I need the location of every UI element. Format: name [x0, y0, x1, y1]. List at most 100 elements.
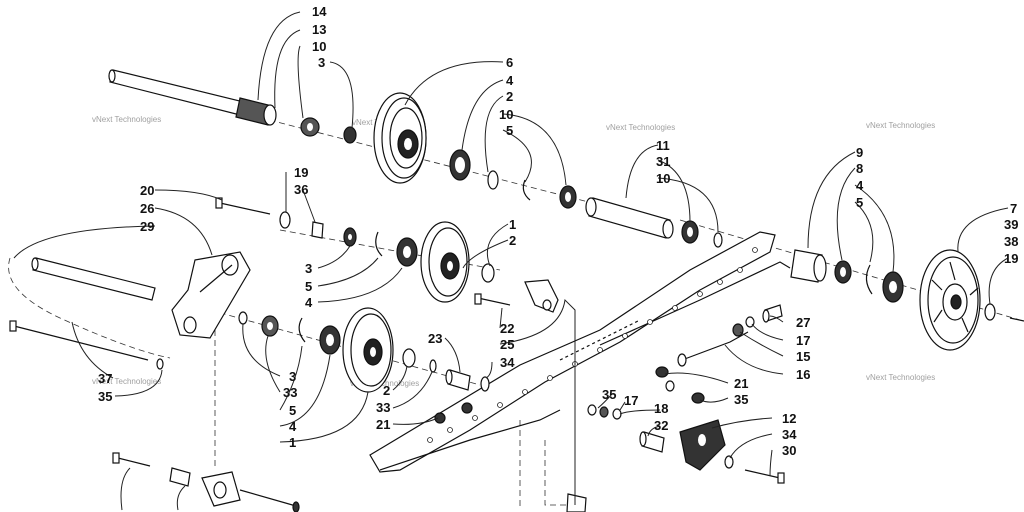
callout-21: 21: [734, 376, 748, 391]
callout-5: 5: [289, 403, 296, 418]
long-bolt-37: [9, 320, 164, 370]
bracket-25: [524, 279, 559, 313]
idler-wheel-lower: [342, 307, 394, 393]
callout-21: 21: [376, 417, 390, 432]
callout-14: 14: [312, 4, 327, 19]
callout-2: 2: [509, 233, 516, 248]
callout-26: 26: [140, 201, 154, 216]
callout-37: 37: [98, 371, 112, 386]
washer-lower-right: [429, 359, 437, 373]
pivot-arm: [171, 251, 251, 339]
bolt-16: [677, 331, 749, 367]
watermark-text: vNext Technologies: [606, 123, 675, 132]
callout-5: 5: [305, 279, 312, 294]
callout-7: 7: [1010, 201, 1017, 216]
callout-12: 12: [782, 411, 796, 426]
callout-18: 18: [654, 401, 668, 416]
spacer-19-36: [279, 211, 324, 239]
snap-ring-upper: [522, 179, 531, 201]
watermark-text: vNext Technologies: [866, 373, 935, 382]
bearing-middle: [396, 237, 418, 267]
callout-17: 17: [796, 333, 810, 348]
callout-35: 35: [734, 392, 748, 407]
callout-5: 5: [506, 123, 513, 138]
washer-34: [480, 376, 490, 392]
idler-wheel-middle: [420, 221, 470, 303]
callout-5: 5: [856, 195, 863, 210]
callout-15: 15: [796, 349, 810, 364]
callout-23: 23: [428, 331, 442, 346]
slider-block-12: [679, 419, 726, 471]
callout-19: 19: [1004, 251, 1018, 266]
callout-13: 13: [312, 22, 326, 37]
spacer-upper: [559, 185, 577, 209]
callout-22: 22: [500, 321, 514, 336]
bolt-22: [474, 293, 511, 306]
callout-20: 20: [140, 183, 154, 198]
washer-middle-right: [481, 263, 495, 283]
leader-lines: [13, 11, 1009, 511]
washer-3-right: [713, 232, 723, 248]
callout-6: 6: [506, 55, 513, 70]
callout-30: 30: [782, 443, 796, 458]
callout-33: 33: [283, 385, 297, 400]
bolt-bottom-left: [112, 452, 151, 467]
washer-3-left: [343, 126, 357, 144]
assembly-centerlines: [8, 114, 1021, 510]
idler-wheel-right: [919, 249, 981, 351]
callout-38: 38: [1004, 234, 1018, 249]
watermark-text: vNext Technologies: [866, 121, 935, 130]
snap-ring-right: [865, 264, 873, 295]
callout-35: 35: [602, 387, 616, 402]
callout-3: 3: [305, 261, 312, 276]
bushing-10-left: [300, 117, 320, 137]
callout-4: 4: [289, 419, 297, 434]
snap-ring-lower: [298, 317, 306, 343]
callout-39: 39: [1004, 217, 1018, 232]
washer-middle-left: [343, 227, 357, 247]
spacer-32: [639, 431, 665, 453]
callout-8: 8: [856, 161, 863, 176]
spacer-bottom-left: [169, 467, 191, 487]
callout-33: 33: [376, 400, 390, 415]
bracket-bottom-center: [566, 493, 587, 512]
watermark-text: vNext Technologies: [92, 377, 161, 386]
washer-lower-left: [261, 315, 279, 337]
callout-2: 2: [383, 383, 390, 398]
callout-4: 4: [856, 178, 864, 193]
nut-15-17: [732, 316, 755, 337]
spacer-27: [762, 304, 783, 323]
callout-16: 16: [796, 367, 810, 382]
callout-34: 34: [782, 427, 797, 442]
callout-4: 4: [305, 295, 313, 310]
fasteners-35-17-18: [587, 404, 622, 420]
callout-36: 36: [294, 182, 308, 197]
callout-4: 4: [506, 73, 514, 88]
nuts-21: [655, 366, 705, 404]
callout-1: 1: [509, 217, 516, 232]
nuts-21-lower: [434, 402, 473, 424]
washer-34-right: [724, 455, 734, 469]
bracket-bottom: [201, 471, 300, 512]
idler-wheel-upper: [373, 92, 427, 184]
callout-3: 3: [289, 369, 296, 384]
bolt-20: [215, 197, 271, 215]
callout-19: 19: [294, 165, 308, 180]
callout-35: 35: [98, 389, 112, 404]
callout-17: 17: [624, 393, 638, 408]
washer-2-lower: [402, 348, 416, 368]
bushing-10-right: [681, 220, 699, 244]
callout-34: 34: [500, 355, 515, 370]
callout-11: 11: [656, 138, 670, 153]
bearing-lower: [319, 325, 341, 355]
callout-10: 10: [312, 39, 326, 54]
bearing-upper: [449, 149, 471, 181]
callout-27: 27: [796, 315, 810, 330]
cross-shaft: [31, 257, 156, 301]
callout-1: 1: [289, 435, 296, 450]
spacer-8: [834, 260, 852, 284]
callout-29: 29: [140, 219, 154, 234]
washer-lower-far: [238, 311, 248, 325]
spacer-tube-11: [585, 197, 674, 239]
